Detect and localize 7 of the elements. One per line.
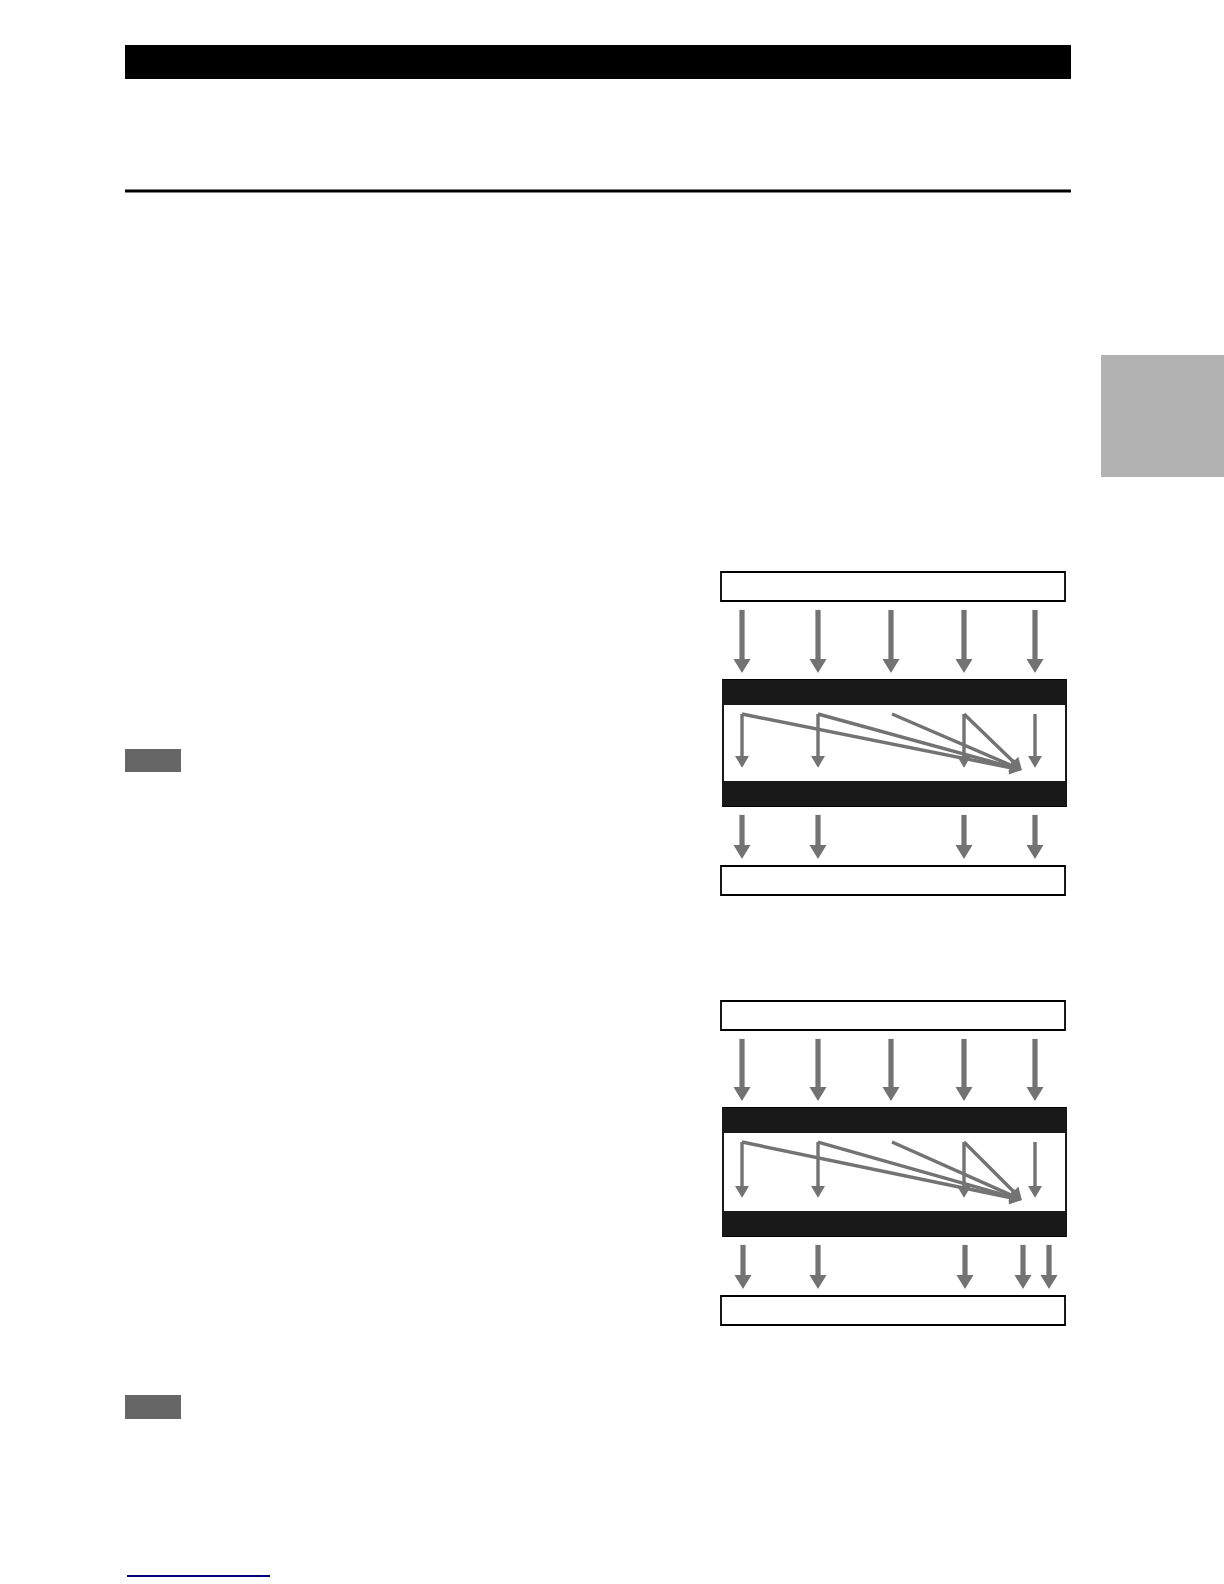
box: [720, 865, 1066, 896]
box: [720, 571, 1066, 602]
side-tab: [1101, 355, 1224, 477]
box: [720, 1000, 1066, 1031]
display-panel: [722, 1107, 1067, 1237]
box: [720, 1295, 1066, 1326]
display-panel: [722, 679, 1067, 807]
